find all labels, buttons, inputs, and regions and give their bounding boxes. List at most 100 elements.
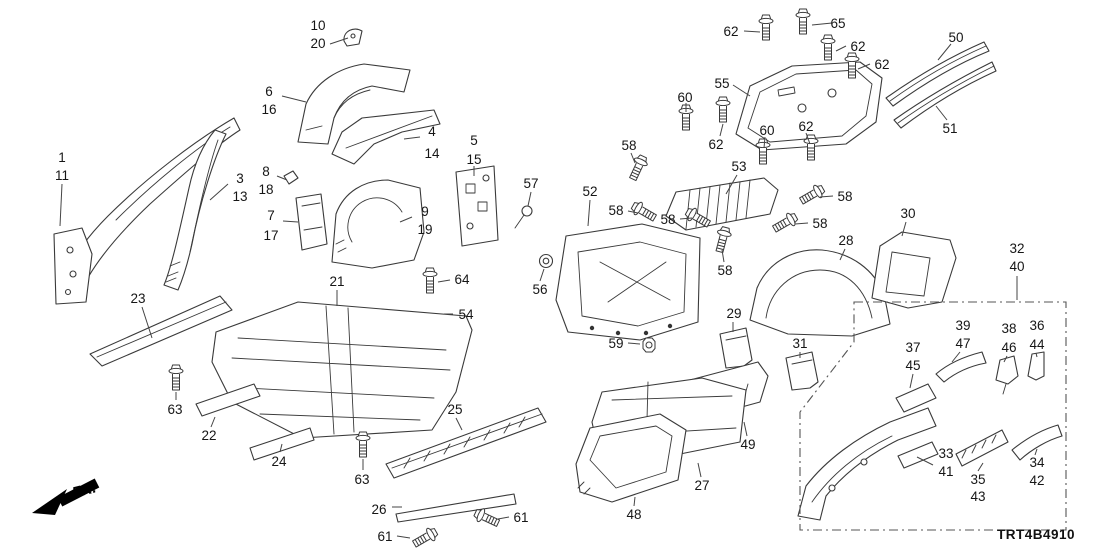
part-52-rear-floor [555,223,701,341]
part-right-rail [797,407,937,521]
part-label-50: 50 [948,30,964,45]
part-label-56: 56 [532,282,548,297]
part-label-11: 11 [54,168,70,183]
part-23-sill [89,295,233,367]
part-label-45: 45 [905,358,921,373]
part-label-62: 62 [708,137,724,152]
part-50-rail [885,41,990,107]
part-label-4: 4 [428,124,436,139]
part-22-stiffener [195,383,261,417]
part-label-48: 48 [626,507,642,522]
part-label-60: 60 [677,90,693,105]
part-label-49: 49 [740,437,756,452]
part-label-58: 58 [837,189,853,204]
bolt-icon [795,8,811,35]
part-28-wheelhouse [749,249,891,337]
part-7-17-bracket [295,193,328,251]
part-label-24: 24 [271,454,287,469]
part-25-sill [385,407,547,479]
part-label-60: 60 [759,123,775,138]
part-56-washer [538,253,554,269]
part-36-44 [1027,351,1045,381]
bolt-icon [355,431,371,458]
part-51-rail [893,61,997,129]
part-34-42 [1011,424,1063,461]
part-55-shelf [735,61,883,151]
part-label-23: 23 [130,291,146,306]
part-label-26: 26 [371,502,387,517]
part-label-20: 20 [310,36,326,51]
part-4-14 [331,109,441,165]
part-3-13-pillar [163,129,227,291]
part-35-43 [955,429,1009,467]
part-label-58: 58 [608,203,624,218]
part-label-62: 62 [798,119,814,134]
part-48-panel [575,413,687,503]
part-57-clip [514,205,533,229]
part-label-62: 62 [850,39,866,54]
part-label-62: 62 [723,24,739,39]
part-label-7: 7 [267,208,275,223]
part-label-6: 6 [265,84,273,99]
bolt-icon [168,364,184,391]
part-53-crossmember [665,177,779,231]
part-label-59: 59 [608,336,624,351]
part-label-14: 14 [424,146,440,161]
nut-icon [642,337,656,353]
part-label-40: 40 [1009,259,1025,274]
part-label-29: 29 [726,306,742,321]
part-label-15: 15 [466,152,482,167]
part-label-28: 28 [838,233,854,248]
diagram-code: TRT4B4910 [997,527,1076,542]
fr-direction-arrow [32,478,100,515]
bolt-icon [715,96,731,123]
part-label-21: 21 [329,274,345,289]
part-label-65: 65 [830,16,846,31]
part-10-20-clip [343,28,363,47]
part-31-bracket [785,351,819,391]
part-label-3: 3 [236,171,244,186]
bolt-icon [797,181,827,208]
bolt-icon [471,505,502,531]
part-label-51: 51 [942,121,958,136]
part-label-58: 58 [812,216,828,231]
part-label-47: 47 [955,336,971,351]
bolt-icon [758,14,774,41]
part-5-15-panel [455,165,499,247]
part-label-43: 43 [970,489,986,504]
part-label-44: 44 [1029,337,1045,352]
bolt-icon [803,134,819,161]
bolt-icon [820,34,836,61]
part-label-8: 8 [262,164,270,179]
part-label-10: 10 [310,18,326,33]
part-label-61: 61 [377,529,393,544]
part-label-53: 53 [731,159,747,174]
part-21-floor-panel [211,301,473,439]
part-label-46: 46 [1001,340,1017,355]
part-9-19-wheelhouse [331,179,425,269]
part-label-1: 1 [58,150,66,165]
part-label-55: 55 [714,76,730,91]
part-label-31: 31 [792,336,808,351]
part-38-46 [995,355,1019,395]
part-label-32: 32 [1009,241,1025,256]
part-label-58: 58 [717,263,733,278]
part-label-62: 62 [874,57,890,72]
part-label-54: 54 [458,307,474,322]
bolt-icon [770,209,800,236]
part-label-16: 16 [261,102,277,117]
part-label-64: 64 [454,272,470,287]
part-label-41: 41 [938,464,954,479]
part-label-42: 42 [1029,473,1045,488]
bolt-icon [755,138,771,165]
part-label-52: 52 [582,184,598,199]
part-label-18: 18 [258,182,274,197]
part-26-strip [395,493,517,523]
bolt-icon [712,225,734,254]
part-label-61: 61 [513,510,529,525]
part-label-63: 63 [167,402,183,417]
part-33-41-bracket [897,441,939,469]
part-label-22: 22 [201,428,217,443]
